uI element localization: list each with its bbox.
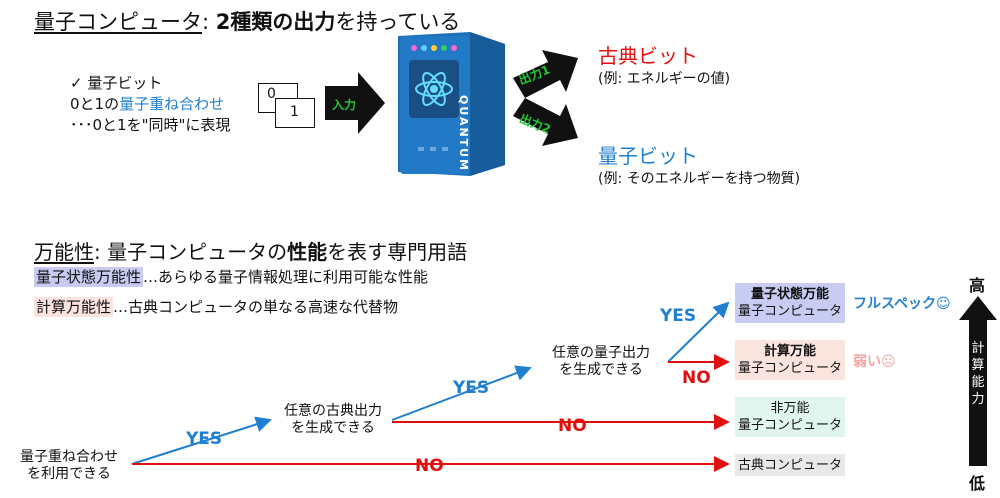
scale-low: 低	[969, 474, 986, 493]
def1-text: …あらゆる量子情報処理に利用可能な性能	[143, 268, 429, 286]
start-yes-line	[131, 416, 272, 465]
scale-char-3: 能	[971, 375, 985, 390]
full-spec-label: フルスペック☺	[853, 296, 951, 312]
upper-node-line1: 任意の量子出力	[552, 345, 650, 361]
heading-rest-b: を表す専門用語	[327, 240, 468, 264]
atom-icon	[415, 72, 453, 106]
bullet-check: ✓ 量子ビット	[70, 74, 163, 92]
result-1-line2: 量子コンピュータ	[737, 304, 842, 319]
quantum-device	[398, 32, 505, 176]
result-4-line1: 古典コンピュータ	[737, 457, 842, 473]
scale-label: 計 算 能 力	[970, 340, 986, 408]
yes-label-3: YES	[660, 306, 697, 326]
qubit-box-1: 1	[275, 98, 315, 128]
def2-text: …古典コンピュータの単なる高速な代替物	[113, 298, 399, 316]
weak-label: 弱い☹	[853, 354, 896, 370]
title-rest: を持っている	[335, 10, 461, 34]
classical-bit-label: 古典ビット	[598, 44, 698, 68]
start-node-line1: 量子重ね合わせ	[20, 449, 118, 465]
input-label: 入力	[332, 98, 357, 112]
no-label-2: NO	[558, 416, 587, 436]
input-arrow	[325, 72, 385, 134]
quantum-bit-label: 量子ビット	[598, 144, 698, 168]
mid-node-line2: を生成できる	[291, 420, 375, 436]
scale-char-4: 力	[971, 392, 985, 407]
bullet-line3: ･･･0と1を"同時"に表現	[70, 116, 231, 134]
result-2-line2: 量子コンピュータ	[737, 361, 842, 376]
yes-label-1: YES	[186, 429, 223, 449]
upper-yes-line	[667, 301, 730, 363]
result-quantum-state-universal: 量子状態万能 量子コンピュータ	[735, 283, 845, 323]
def2-term: 計算万能性	[34, 297, 114, 317]
result-computation-universal: 計算万能 量子コンピュータ	[735, 340, 845, 380]
output2-arrow	[513, 98, 578, 146]
start-node-line2: を利用できる	[27, 466, 111, 482]
title-colon: :	[202, 10, 216, 34]
scale-char-2: 算	[971, 358, 985, 373]
output1-arrow	[513, 50, 578, 98]
heading-rest-a: : 量子コンピュータの	[94, 240, 288, 264]
result-3-line2: 量子コンピュータ	[737, 418, 842, 433]
qubit-box-0-text: 0	[267, 86, 276, 102]
result-classical: 古典コンピュータ	[735, 454, 845, 476]
scale-char-1: 計	[971, 341, 985, 356]
bullet-line2-pre: 0と1の	[70, 95, 120, 113]
start-node: 量子重ね合わせ を利用できる	[4, 446, 134, 486]
def1-term: 量子状態万能性	[34, 267, 144, 287]
definition-2: 計算万能性…古典コンピュータの単なる高速な代替物	[34, 296, 398, 317]
no-label-1: NO	[415, 456, 444, 476]
result-1-line1: 量子状態万能	[750, 287, 829, 302]
qubit-bullets: ✓ 量子ビット 0と1の量子重ね合わせ ･･･0と1を"同時"に表現	[70, 73, 230, 136]
quantum-bit-example: (例: そのエネルギーを持つ物質)	[598, 171, 801, 187]
top-title: 量子コンピュータ: 2種類の出力を持っている	[34, 6, 460, 36]
mid-yes-line	[391, 365, 532, 421]
title-bold: 2種類の出力	[215, 10, 336, 34]
bullet-line2: 0と1の量子重ね合わせ	[70, 94, 230, 115]
bullet-line2-blue: 量子重ね合わせ	[119, 95, 225, 113]
yes-label-2: YES	[453, 378, 490, 398]
mid-node-line1: 任意の古典出力	[284, 403, 382, 419]
heading-bold: 性能	[287, 240, 328, 264]
mid-node: 任意の古典出力 を生成できる	[268, 400, 398, 440]
result-2-line1: 計算万能	[763, 344, 816, 359]
scale-arrow	[959, 296, 997, 466]
classical-bit-example: (例: エネルギーの値)	[598, 71, 731, 87]
upper-node: 任意の量子出力 を生成できる	[536, 342, 666, 382]
bottom-heading: 万能性: 量子コンピュータの性能を表す専門用語	[34, 236, 467, 265]
heading-u: 万能性	[34, 240, 94, 264]
no-label-3: NO	[682, 368, 711, 388]
result-3-line1: 非万能	[770, 401, 810, 416]
definition-1: 量子状態万能性…あらゆる量子情報処理に利用可能な性能	[34, 266, 428, 287]
top-diagram-svg	[325, 32, 578, 176]
qubit-box-1-text: 1	[290, 104, 299, 120]
upper-node-line2: を生成できる	[559, 362, 643, 378]
result-non-universal: 非万能 量子コンピュータ	[735, 397, 845, 437]
scale-high: 高	[969, 276, 986, 295]
title-main: 量子コンピュータ	[34, 10, 202, 34]
